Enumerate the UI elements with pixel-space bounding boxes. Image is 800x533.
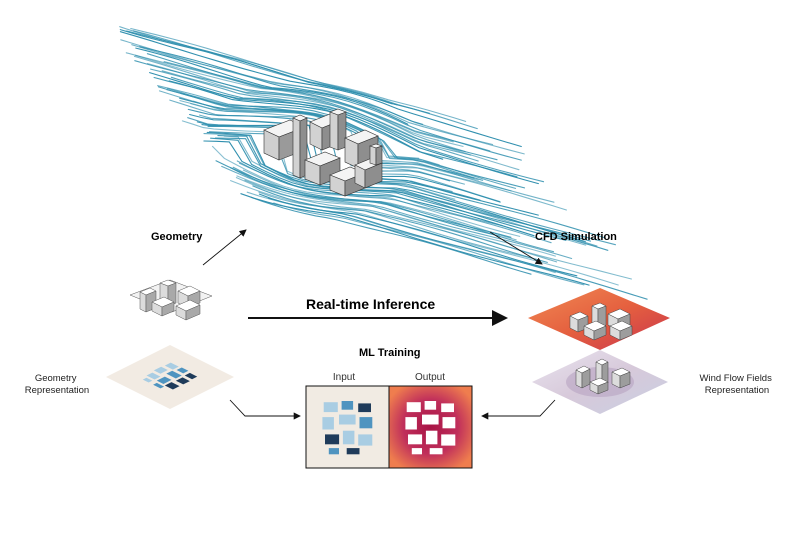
arrow-geometry-to-cfd: [202, 229, 247, 266]
ml-training-panel: [305, 385, 473, 469]
streamline: [168, 80, 444, 160]
block: [164, 382, 180, 390]
block: [422, 414, 439, 425]
streamline: [203, 140, 535, 237]
streamline: [132, 30, 478, 130]
block: [184, 372, 198, 380]
block: [359, 417, 373, 429]
block: [339, 414, 356, 425]
streamline: [230, 167, 501, 237]
block: [166, 370, 182, 379]
streamline: [150, 68, 479, 162]
block: [342, 430, 355, 445]
block: [429, 448, 443, 455]
streamline: [217, 135, 592, 242]
block: [424, 401, 437, 410]
streamline: [139, 46, 424, 125]
block: [442, 417, 456, 429]
wind-flow-representation-map: [532, 350, 668, 414]
streamline: [119, 31, 522, 148]
input-image: [306, 386, 389, 468]
block: [176, 367, 189, 374]
streamline: [125, 52, 454, 143]
block: [153, 382, 165, 389]
block: [153, 366, 168, 374]
geometry-label: Geometry: [151, 231, 203, 243]
streamline: [131, 44, 494, 146]
cfd-simulation-label: CFD Simulation: [535, 231, 617, 243]
geometry-representation-label: Geometry Representation: [25, 373, 89, 396]
output-label: Output: [415, 372, 445, 383]
streamline: [252, 185, 548, 263]
streamline: [130, 27, 467, 122]
streamline: [170, 76, 545, 183]
wind-flow-representation-label: Wind Flow Fields Representation: [700, 373, 775, 396]
ml-training-label: ML Training: [359, 347, 421, 359]
block: [323, 402, 338, 413]
streamline: [161, 70, 472, 156]
realtime-inference-label: Real-time Inference: [306, 296, 435, 312]
streamline: [163, 61, 491, 152]
streamline: [230, 180, 619, 286]
block: [142, 377, 153, 383]
arrow-cfd-to-flowfield: [489, 231, 543, 265]
block: [146, 372, 161, 380]
streamline: [211, 145, 521, 237]
block: [441, 403, 454, 413]
block: [322, 417, 334, 430]
streamline: [210, 137, 567, 241]
geometry-representation-map: [106, 345, 234, 409]
streamline: [190, 103, 512, 192]
block: [425, 430, 438, 445]
block: [175, 377, 190, 385]
block: [406, 402, 421, 413]
streamline: [223, 135, 587, 246]
block: [405, 417, 417, 430]
streamline: [268, 197, 648, 300]
block: [441, 434, 456, 446]
arrow-flow-repr-to-output: [481, 399, 556, 420]
streamline: [244, 179, 558, 263]
block: [156, 376, 172, 384]
block: [411, 448, 422, 455]
wind-streamlines: [119, 26, 648, 300]
block: [341, 401, 354, 410]
input-label: Input: [333, 372, 355, 383]
block: [358, 403, 371, 413]
block: [346, 448, 360, 455]
block: [164, 362, 179, 370]
arrow-geometry-repr-to-input: [229, 399, 301, 420]
block: [408, 434, 423, 445]
output-image: [389, 386, 472, 468]
geometry-model-3d: [129, 279, 213, 321]
wind-flow-map-3d: [528, 288, 670, 350]
block: [358, 434, 373, 446]
streamline: [238, 162, 552, 244]
block: [328, 448, 339, 455]
city-block-3d: [263, 108, 383, 197]
streamline: [273, 202, 585, 286]
cfd-streamline-field: [119, 26, 648, 300]
streamline: [126, 30, 430, 114]
streamline: [258, 191, 533, 259]
streamline: [250, 196, 532, 275]
streamline: [236, 175, 556, 257]
streamline: [240, 193, 590, 286]
block: [325, 434, 340, 445]
